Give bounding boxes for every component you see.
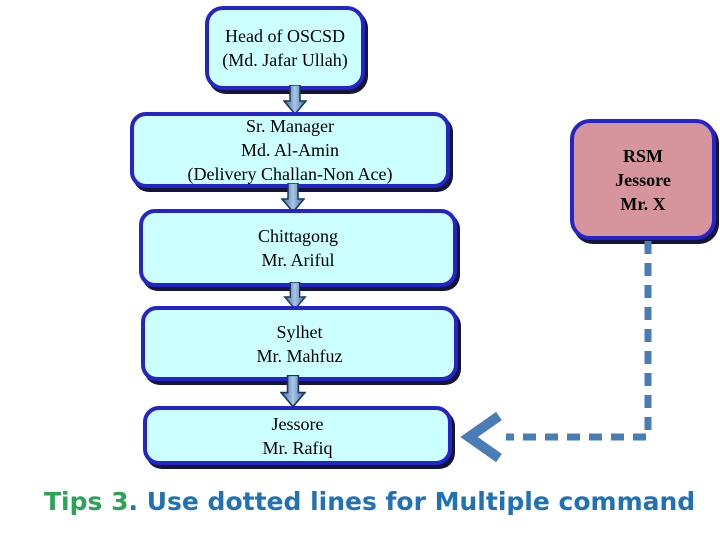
box-text-line: Jessore <box>615 169 671 190</box>
org-box-sr-manager: Sr. Manager Md. Al-Amin (Delivery Challa… <box>130 112 450 188</box>
box-text-line: Mr. Ariful <box>261 250 335 270</box>
box-text-line: RSM <box>623 145 663 166</box>
down-arrow-icon <box>283 85 307 115</box>
box-text-line: Jessore <box>271 413 324 434</box>
tips-caption-text: Use dotted lines for Multiple command <box>146 487 696 516</box>
org-box-sylhet: Sylhet Mr. Mahfuz <box>141 306 458 381</box>
tips-caption-separator: . <box>128 487 147 516</box>
box-text-line: Mr. X <box>620 193 666 214</box>
box-text-line: (Delivery Challan-Non Ace) <box>187 164 393 184</box>
box-text-line: Sr. Manager <box>246 116 334 136</box>
box-text-line: Mr. Rafiq <box>262 437 333 458</box>
box-text-line: Mr. Mahfuz <box>256 345 343 366</box>
box-text-line: Md. Al-Amin <box>240 140 339 160</box>
org-box-head-of-oscsd: Head of OSCSD (Md. Jafar Ullah) <box>205 6 365 90</box>
box-text-line: Sylhet <box>276 321 323 342</box>
org-box-jessore: Jessore Mr. Rafiq <box>143 406 452 465</box>
box-text-line: (Md. Jafar Ullah) <box>222 50 348 70</box>
box-text-line: Head of OSCSD <box>225 26 345 46</box>
org-box-rsm-jessore: RSM Jessore Mr. X <box>570 119 716 240</box>
tips-caption-number: Tips 3 <box>44 487 129 516</box>
tips-caption: Tips 3. Use dotted lines for Multiple co… <box>44 487 695 516</box>
org-box-chittagong: Chittagong Mr. Ariful <box>139 209 457 287</box>
box-text-line: Chittagong <box>258 226 338 246</box>
down-arrow-icon <box>280 375 306 408</box>
